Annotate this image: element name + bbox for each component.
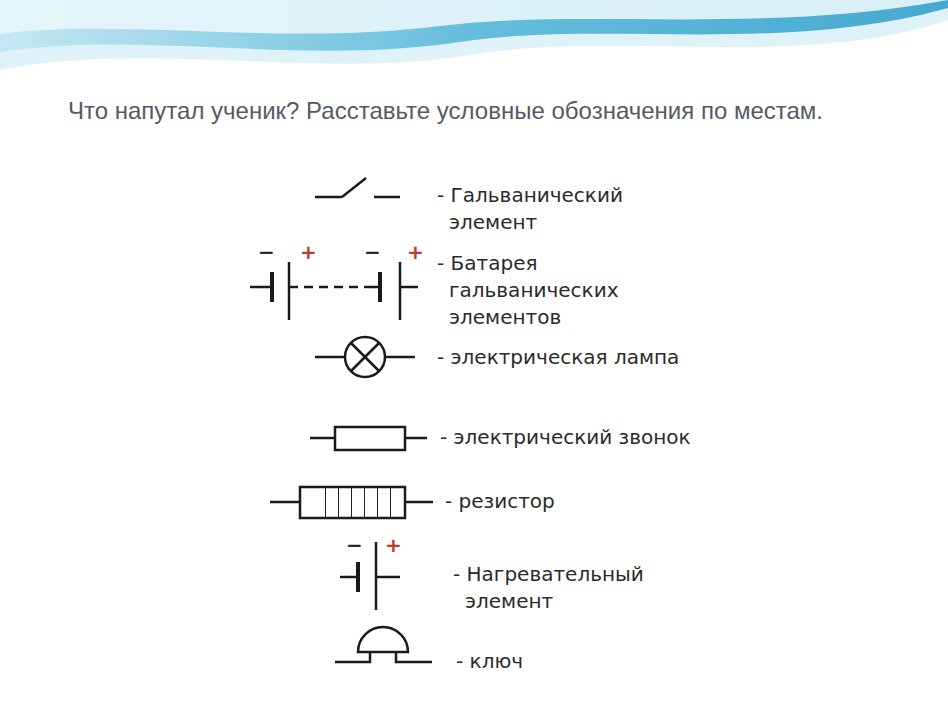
symbol-label: - Гальванический элемент: [437, 182, 689, 236]
battery-symbol: [250, 262, 418, 320]
switch-symbol: [315, 178, 400, 197]
header-wave: [0, 0, 948, 52]
lamp-symbol: [315, 337, 415, 377]
symbol-label: - Батарея гальванических элементов: [437, 250, 689, 331]
polarity-sign: −: [364, 242, 381, 262]
heater-symbol: [270, 487, 433, 518]
header-wave: [0, 0, 948, 70]
symbol-label: - электрический звонок: [440, 424, 692, 451]
symbol-label: - ключ: [456, 648, 668, 675]
polarity-sign: −: [346, 535, 363, 555]
symbol-label: - Нагревательный элемент: [453, 561, 725, 615]
bell-symbol: [335, 627, 432, 662]
polarity-sign: +: [300, 242, 317, 262]
polarity-sign: +: [385, 535, 402, 555]
symbol-label: - резистор: [445, 488, 697, 515]
slide-title: Что напутал ученик? Расставьте условные …: [68, 92, 868, 130]
header-wave: [0, 0, 948, 34]
symbol-label: - электрическая лампа: [437, 344, 689, 371]
polarity-sign: −: [258, 242, 275, 262]
polarity-sign: +: [407, 242, 424, 262]
resistor-symbol: [310, 427, 427, 450]
